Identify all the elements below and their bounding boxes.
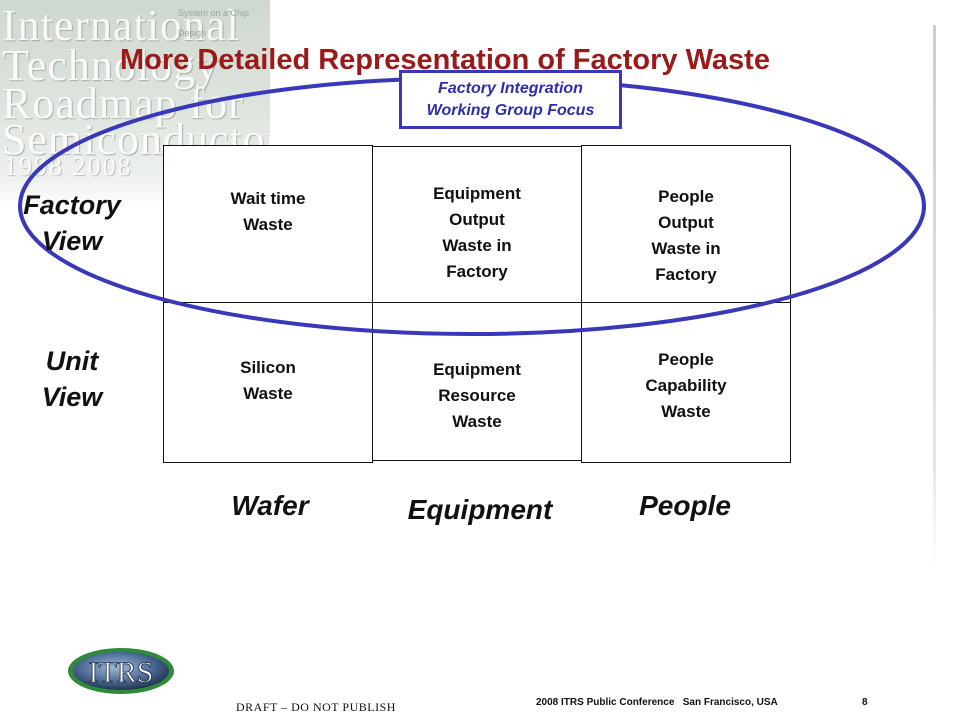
cell-equipment-factory-label: Equipment Output Waste in Factory <box>433 184 521 281</box>
conference-footer: 2008 ITRS Public Conference San Francisc… <box>536 697 778 708</box>
banner-small-text-2: Design <box>178 28 207 38</box>
column-label-people: People <box>639 490 731 521</box>
draft-notice: DRAFT – DO NOT PUBLISH <box>236 700 396 714</box>
column-label-equipment: Equipment <box>407 494 553 525</box>
cell-people-unit-label: People Capability Waste <box>645 350 727 421</box>
itrs-logo: ITRS <box>66 646 176 696</box>
banner-years: 1998 2008 <box>4 152 133 181</box>
cell-wafer-unit: Silicon Waste <box>163 302 373 463</box>
row-label-unit-view: Unit View <box>41 346 103 412</box>
cell-people-factory: People Output Waste in Factory <box>581 145 791 303</box>
banner-line-1: International <box>2 1 240 50</box>
row-label-factory-view: Factory View <box>23 190 121 256</box>
cell-wafer-factory: Wait time Waste <box>163 145 373 303</box>
cell-people-factory-label: People Output Waste in Factory <box>651 187 721 284</box>
working-group-focus-text: Factory Integration Working Group Focus <box>426 80 595 119</box>
cell-people-unit: People Capability Waste <box>581 302 791 463</box>
working-group-focus-callout: Factory Integration Working Group Focus <box>399 70 622 129</box>
column-label-wafer: Wafer <box>231 490 309 521</box>
itrs-logo-text: ITRS <box>88 656 153 689</box>
banner-small-text-1: System on a Chip <box>178 8 250 18</box>
cell-wafer-unit-label: Silicon Waste <box>240 358 296 403</box>
page-number: 8 <box>862 697 868 708</box>
cell-wafer-factory-label: Wait time Waste <box>230 189 306 234</box>
cell-equipment-factory: Equipment Output Waste in Factory <box>372 146 582 303</box>
cell-equipment-unit: Equipment Resource Waste <box>372 302 582 461</box>
right-edge-rule <box>933 25 936 570</box>
cell-equipment-unit-label: Equipment Resource Waste <box>433 360 521 431</box>
